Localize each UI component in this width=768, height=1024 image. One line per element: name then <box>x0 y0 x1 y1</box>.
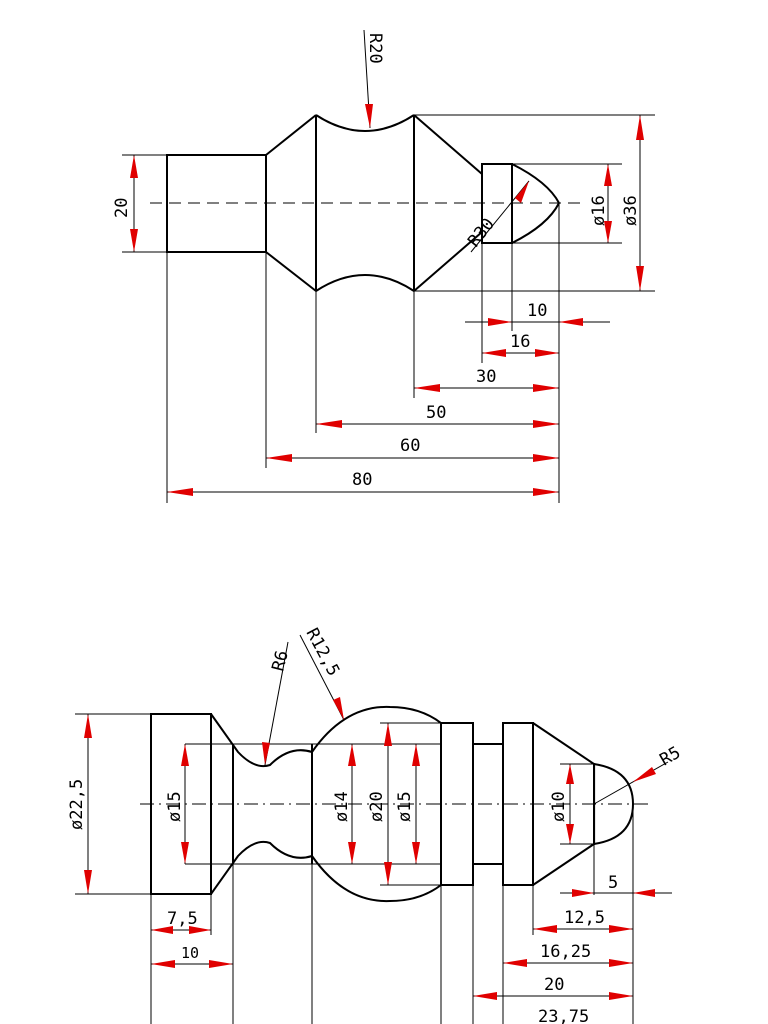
label-dia-20: 20 <box>112 198 132 218</box>
top-extension-lines <box>122 114 655 503</box>
label-len-5: 5 <box>608 873 618 893</box>
label-len-80: 80 <box>352 470 372 490</box>
label-len-20: 20 <box>544 975 564 995</box>
label-len-16-25: 16,25 <box>540 942 591 962</box>
label-dia-20: ø20 <box>367 791 387 822</box>
bottom-part-outline <box>150 705 635 903</box>
label-len-7-5: 7,5 <box>167 909 198 929</box>
top-dimension-labels: R20 20 ø16 ø36 R30 10 16 30 50 60 80 <box>112 33 641 490</box>
label-r30: R30 <box>464 215 499 252</box>
label-len-30: 30 <box>476 367 496 387</box>
top-dimension-lines <box>133 29 641 493</box>
label-dia-15-head: ø15 <box>165 791 185 822</box>
label-dia-10: ø10 <box>549 791 569 822</box>
top-dimension-arrows <box>130 104 644 496</box>
top-part-outline <box>166 114 561 292</box>
label-len-10: 10 <box>181 944 199 962</box>
label-len-23-75: 23,75 <box>538 1007 589 1024</box>
label-dia-16: ø16 <box>589 195 609 226</box>
bottom-part-drawing: R6 R12,5 R5 ø22,5 ø15 ø14 ø20 ø15 ø10 7,… <box>67 625 684 1024</box>
label-len-50: 50 <box>426 403 446 423</box>
label-r6: R6 <box>268 648 292 673</box>
label-dia-15-collar: ø15 <box>395 791 415 822</box>
bottom-dimension-arrows <box>84 697 656 1000</box>
label-dia-36: ø36 <box>621 195 641 226</box>
label-dia-14: ø14 <box>332 791 352 822</box>
bottom-extension-lines <box>75 713 634 1024</box>
label-len-16: 16 <box>510 332 530 352</box>
label-len-60: 60 <box>400 436 420 456</box>
label-dia-22-5: ø22,5 <box>67 779 87 830</box>
label-len-12-5: 12,5 <box>564 908 605 928</box>
label-len-10: 10 <box>527 301 547 321</box>
label-r12-5: R12,5 <box>302 625 344 680</box>
label-r20: R20 <box>365 33 385 64</box>
top-part-drawing: R20 20 ø16 ø36 R30 10 16 30 50 60 80 <box>112 29 655 503</box>
